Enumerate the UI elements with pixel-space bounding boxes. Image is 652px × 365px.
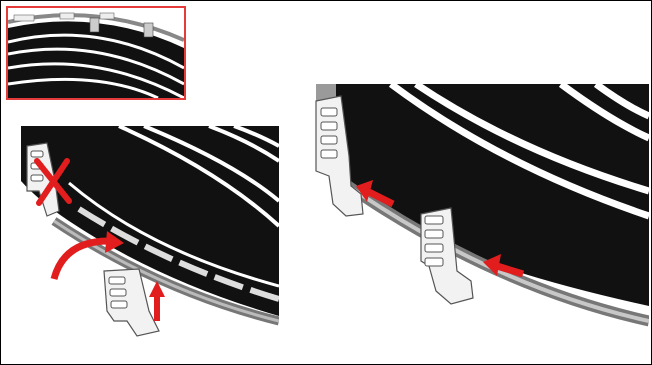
overview-track-svg xyxy=(8,8,184,98)
overview-inset xyxy=(6,6,186,100)
step-right-panel xyxy=(311,76,649,361)
right-illustration xyxy=(311,76,649,361)
step-left-panel xyxy=(9,121,279,361)
left-illustration xyxy=(9,121,279,361)
